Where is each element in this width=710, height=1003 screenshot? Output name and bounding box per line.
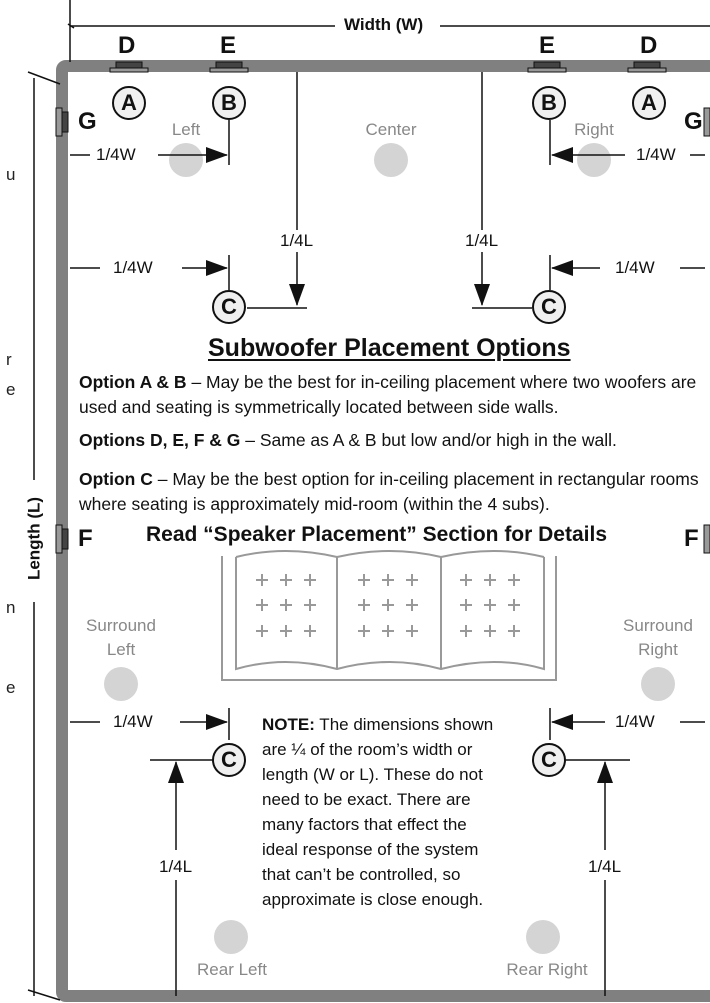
seat-cross-icon xyxy=(406,625,418,637)
dim-label: 1/4W xyxy=(93,146,139,163)
sub-b-marker: B xyxy=(532,86,566,120)
option-a-b: Option A & B – May be the best for in-ce… xyxy=(79,372,697,417)
seat-cross-icon xyxy=(484,599,496,611)
dim-label: 1/4L xyxy=(462,232,502,249)
seat-cross-icon xyxy=(382,574,394,586)
width-label: Width (W) xyxy=(344,15,424,34)
zone-label-rear-right: Rear Right xyxy=(506,960,588,979)
seat-cross-icon xyxy=(508,599,520,611)
seat-cross-icon xyxy=(358,574,370,586)
note-block: NOTE: The dimensions shown are ¼ of the … xyxy=(262,715,494,909)
seat-cross-icon xyxy=(460,599,472,611)
sub-b-marker: B xyxy=(212,86,246,120)
cutoff-letter: e xyxy=(6,678,16,697)
dim-label: 1/4W xyxy=(612,713,658,730)
length-label: Length (L) xyxy=(24,496,44,581)
seat-cross-icon xyxy=(304,599,316,611)
dim-label: 1/4W xyxy=(110,713,156,730)
seat-cross-icon xyxy=(256,599,268,611)
wall-speakers-top xyxy=(109,61,667,73)
seat-cross-icon xyxy=(406,574,418,586)
seat-cross-icon xyxy=(508,574,520,586)
wall-label-e: E xyxy=(220,32,237,59)
seat-cross-icon xyxy=(256,625,268,637)
measurement-lines xyxy=(70,72,705,996)
seat-cross-icon xyxy=(406,599,418,611)
option-c: Option C – May be the best option for in… xyxy=(79,469,699,514)
zone-circles xyxy=(104,143,675,954)
seat-cross-icon xyxy=(358,599,370,611)
zone-label-rear-left: Rear Left xyxy=(197,960,267,979)
cutoff-letter: r xyxy=(6,350,12,369)
seat-cross-icon xyxy=(508,625,520,637)
wall-label-d: D xyxy=(118,32,136,59)
sub-c-marker: C xyxy=(532,290,566,324)
seat-cross-icon xyxy=(382,599,394,611)
seat-cross-icon xyxy=(460,574,472,586)
seat-cross-icon xyxy=(484,625,496,637)
zone-label-surround-right: Surround Right xyxy=(623,616,693,659)
seat-cross-icon xyxy=(304,625,316,637)
placement-heading: Subwoofer Placement Options xyxy=(208,334,571,362)
seat-cross-icon xyxy=(484,574,496,586)
dim-label: 1/4W xyxy=(633,146,679,163)
zone-label-left: Left xyxy=(171,120,201,139)
length-dimension-line xyxy=(27,71,61,1001)
sub-c-marker: C xyxy=(532,743,566,777)
wall-label-d: D xyxy=(640,32,658,59)
sub-a-marker: A xyxy=(632,86,666,120)
wall-label-f: F xyxy=(78,525,93,552)
read-section-heading: Read “Speaker Placement” Section for Det… xyxy=(146,523,608,546)
sub-c-marker: C xyxy=(212,290,246,324)
dim-label: 1/4W xyxy=(110,259,156,276)
wall-label-e: E xyxy=(539,32,556,59)
wall-label-g: G xyxy=(78,108,97,135)
wall-label-f: F xyxy=(684,525,699,552)
sub-a-marker: A xyxy=(112,86,146,120)
cutoff-letter: n xyxy=(6,598,16,617)
seat-cross-icon xyxy=(304,574,316,586)
seat-cross-icon xyxy=(280,625,292,637)
option-d-e-f-g: Options D, E, F & G – Same as A & B but … xyxy=(79,430,617,450)
dim-label: 1/4W xyxy=(612,259,658,276)
seat-cross-icon xyxy=(382,625,394,637)
note-lead: NOTE: xyxy=(262,715,315,734)
dim-label: 1/4L xyxy=(156,858,196,875)
cutoff-letter: e xyxy=(6,380,16,399)
dim-label: 1/4L xyxy=(277,232,317,249)
wall-speakers-side xyxy=(55,107,710,554)
sub-c-marker: C xyxy=(212,743,246,777)
zone-label-center: Center xyxy=(365,120,417,139)
seat-cross-icon xyxy=(280,574,292,586)
seat-cross-icon xyxy=(460,625,472,637)
seat-cross-icon xyxy=(358,625,370,637)
width-dimension-line xyxy=(67,0,710,62)
dim-label: 1/4L xyxy=(585,858,625,875)
couch-graphic xyxy=(221,550,557,681)
seat-cross-icon xyxy=(256,574,268,586)
wall-label-g: G xyxy=(684,108,703,135)
zone-label-surround-left: Surround Left xyxy=(86,616,156,659)
seat-cross-icon xyxy=(280,599,292,611)
cutoff-letter: u xyxy=(6,165,16,184)
zone-label-right: Right xyxy=(574,120,614,139)
seat-crosses xyxy=(256,574,520,637)
